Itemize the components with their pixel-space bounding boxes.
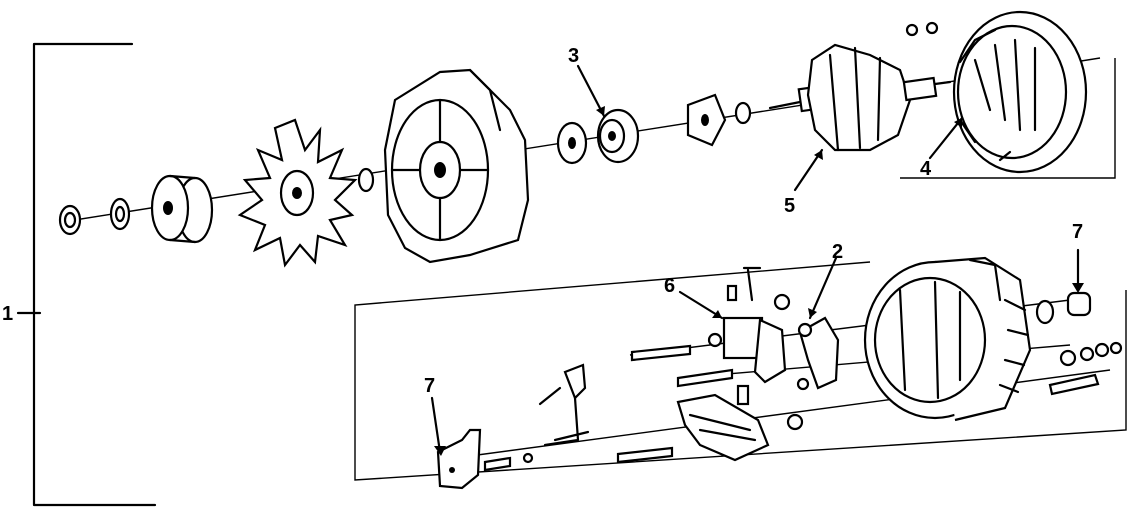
callout-6: 6 — [664, 275, 675, 297]
mounting-bracket — [436, 428, 482, 490]
stator-washers — [905, 21, 939, 37]
rectifier-assembly — [676, 384, 804, 462]
slip-ring-end-frame — [863, 256, 1032, 422]
lock-washer — [109, 197, 131, 231]
leader-arrows — [430, 64, 1084, 456]
callout-5: 5 — [784, 195, 795, 217]
callout-4: 4 — [920, 158, 932, 180]
cooling-fan — [237, 118, 358, 268]
callout-7-left: 7 — [424, 375, 435, 397]
assembly-bracket — [16, 42, 157, 507]
front-bearing — [596, 108, 640, 164]
bolts — [483, 344, 1100, 472]
drive-end-frame — [383, 68, 530, 264]
lower-group-frame — [354, 261, 1127, 481]
terminal-bracket — [522, 363, 590, 464]
brush-holder — [796, 316, 840, 391]
retainer-plate — [556, 121, 588, 165]
voltage-regulator — [707, 266, 791, 384]
rotor — [768, 43, 952, 152]
callout-3: 3 — [568, 45, 579, 67]
callout-7-right: 7 — [1072, 221, 1083, 243]
callout-1: 1 — [2, 303, 13, 325]
pulley — [150, 174, 214, 244]
rear-washers-and-cap — [1035, 291, 1123, 367]
pulley-nut — [58, 204, 82, 236]
upper-group-frame — [900, 58, 1116, 179]
stator — [952, 10, 1088, 174]
spacer — [357, 167, 375, 193]
collar — [686, 93, 752, 147]
callout-2: 2 — [832, 241, 843, 263]
